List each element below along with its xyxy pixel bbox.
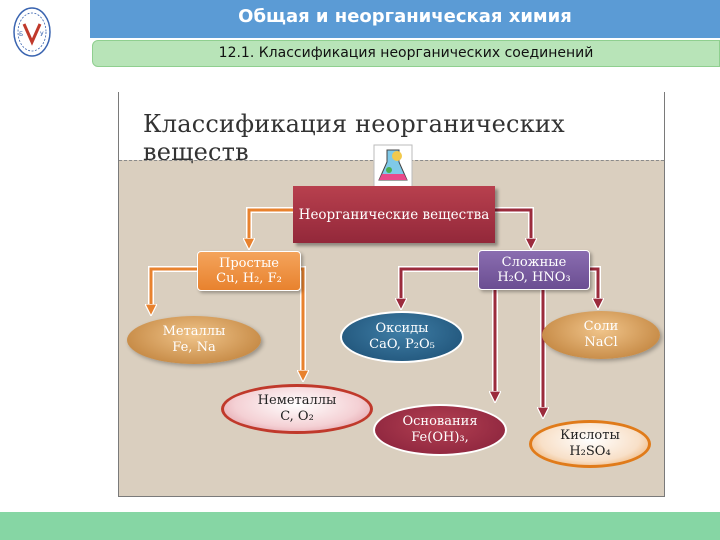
node-acids-formula: H₂SO₄ xyxy=(569,444,611,459)
node-nonmetals-label: Неметаллы xyxy=(257,393,337,408)
node-complex-formula: H₂O, HNO₃ xyxy=(497,270,571,285)
node-simple-substances: Простые Cu, H₂, F₂ xyxy=(197,251,301,291)
svg-text:У: У xyxy=(40,31,44,38)
node-bases-label: Основания xyxy=(402,414,478,429)
footer-bar xyxy=(0,512,720,540)
header-bar xyxy=(90,0,720,38)
node-metals-label: Металлы xyxy=(162,324,226,339)
node-oxides-formula: CaO, P₂O₅ xyxy=(369,337,435,352)
node-acids-label: Кислоты xyxy=(560,428,620,443)
node-oxides-label: Оксиды xyxy=(375,321,429,336)
header-title: Общая и неорганическая химия xyxy=(238,6,572,27)
diagram-panel: Классификация неорганических веществ xyxy=(118,92,665,497)
subtitle-text: 12.1. Классификация неорганических соеди… xyxy=(218,45,594,61)
subtitle-bar xyxy=(92,40,720,67)
arrow-complex-salts xyxy=(590,267,598,304)
node-acids: Кислоты H₂SO₄ xyxy=(529,420,651,468)
node-metals-formula: Fe, Na xyxy=(172,340,216,355)
node-nonmetals-formula: C, O₂ xyxy=(280,409,314,424)
node-metals: Металлы Fe, Na xyxy=(127,316,261,364)
university-logo-icon: Б У xyxy=(13,7,51,57)
node-inorganic-label: Неорганические вещества xyxy=(298,206,490,223)
node-salts: Соли NaCl xyxy=(542,311,660,359)
node-nonmetals: Неметаллы C, O₂ xyxy=(221,384,373,434)
node-oxides: Оксиды CaO, P₂O₅ xyxy=(340,311,464,363)
arrow-complex-oxides xyxy=(401,267,478,304)
connectors xyxy=(119,207,665,497)
arrow-simple-metals xyxy=(151,267,197,310)
node-inorganic-substances: Неорганические вещества xyxy=(293,186,495,243)
node-complex-substances: Сложные H₂O, HNO₃ xyxy=(478,250,590,290)
arrow-root-simple xyxy=(249,208,293,244)
diagram-title: Классификация неорганических веществ xyxy=(143,110,565,166)
node-complex-label: Сложные xyxy=(501,255,567,270)
node-simple-formula: Cu, H₂, F₂ xyxy=(216,271,282,286)
node-bases: Основания Fe(OH)₃, xyxy=(373,404,507,456)
node-salts-label: Соли xyxy=(583,319,619,334)
node-salts-formula: NaCl xyxy=(584,335,618,350)
svg-text:Б: Б xyxy=(19,31,23,38)
arrow-simple-nonmetals xyxy=(301,267,303,376)
node-simple-label: Простые xyxy=(219,256,279,271)
chemistry-flask-icon xyxy=(373,144,413,188)
arrow-root-complex xyxy=(495,208,531,244)
node-bases-formula: Fe(OH)₃, xyxy=(411,430,469,445)
